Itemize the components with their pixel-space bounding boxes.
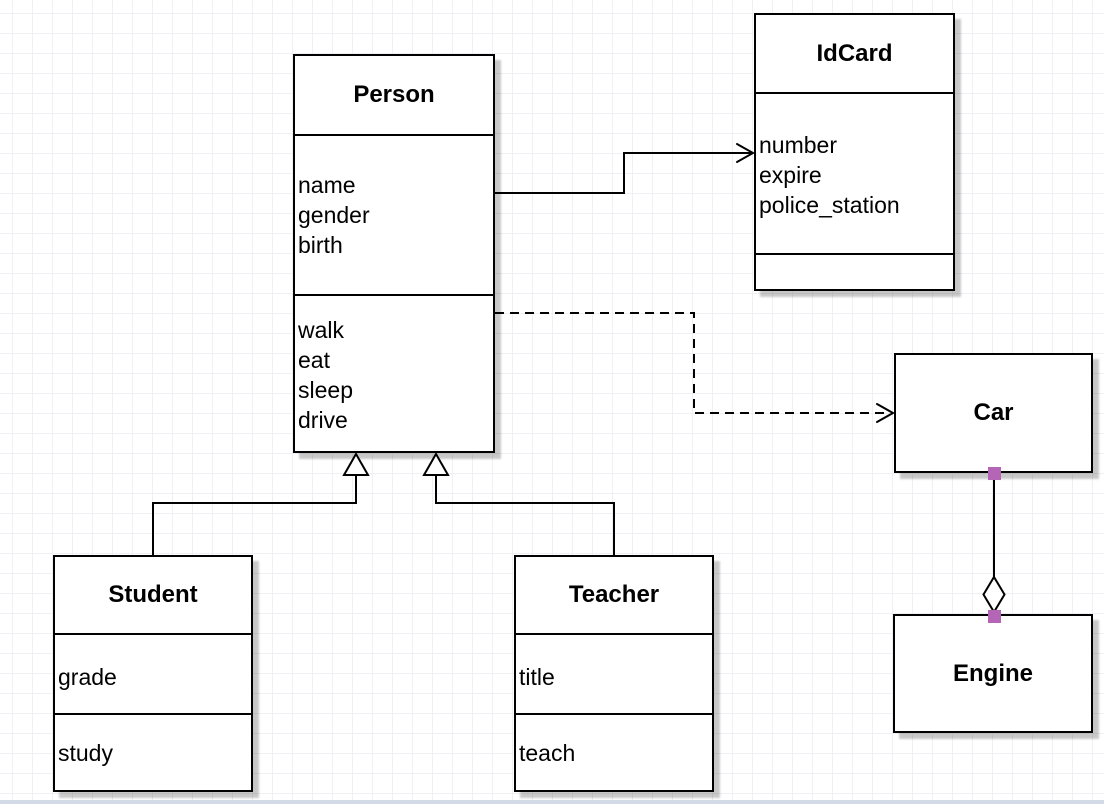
edge-association-person-idcard[interactable]	[495, 143, 756, 194]
attribute-item: title	[519, 664, 555, 690]
attribute-item: name	[298, 172, 356, 198]
attribute-item: number	[759, 132, 837, 158]
class-node-student[interactable]: Student grade study	[53, 555, 253, 792]
attributes-section: title	[516, 633, 712, 713]
hollow-triangle-icon	[342, 451, 370, 476]
attributes-section: grade	[55, 633, 251, 713]
attribute-item: grade	[58, 664, 117, 690]
method-item: walk	[298, 317, 345, 343]
class-node-person[interactable]: Person name gender birth walk eat sleep …	[293, 54, 495, 453]
endpoint-handle[interactable]	[988, 467, 1001, 480]
open-arrowhead-icon	[736, 143, 756, 163]
class-node-car[interactable]: Car	[894, 353, 1093, 473]
method-item: sleep	[298, 377, 353, 403]
attributes-section: number expire police_station	[756, 92, 953, 253]
edge-dependency-person-car[interactable]	[495, 312, 896, 423]
edge-generalization-student-person[interactable]	[152, 451, 370, 555]
class-title-student: Student	[108, 581, 198, 608]
hollow-diamond-icon	[982, 575, 1006, 614]
open-arrowhead-icon	[876, 403, 896, 423]
attribute-item: expire	[759, 162, 822, 188]
methods-section: walk eat sleep drive	[295, 294, 493, 451]
method-item: teach	[519, 740, 576, 766]
method-item: drive	[298, 407, 348, 433]
class-node-idcard[interactable]: IdCard number expire police_station	[754, 13, 955, 291]
class-title-person: Person	[353, 81, 435, 108]
methods-section-empty	[756, 253, 953, 289]
attribute-item: gender	[298, 202, 370, 228]
class-title-engine: Engine	[952, 659, 1033, 687]
methods-section: teach	[516, 713, 712, 790]
class-title-teacher: Teacher	[568, 581, 660, 608]
methods-section: study	[55, 713, 251, 790]
attribute-item: birth	[298, 232, 343, 258]
edge-aggregation-car-engine[interactable]	[982, 467, 1006, 623]
attributes-section: name gender birth	[295, 134, 493, 294]
method-item: study	[58, 740, 113, 766]
attribute-item: police_station	[759, 192, 900, 218]
class-node-engine[interactable]: Engine	[893, 614, 1093, 733]
canvas-bottom-edge	[0, 800, 1104, 804]
class-title-car: Car	[973, 399, 1014, 426]
method-item: eat	[298, 347, 330, 373]
class-title-idcard: IdCard	[816, 39, 893, 67]
hollow-triangle-icon	[422, 451, 450, 476]
endpoint-handle[interactable]	[988, 610, 1001, 623]
edge-generalization-teacher-person[interactable]	[422, 451, 615, 555]
class-node-teacher[interactable]: Teacher title teach	[514, 555, 714, 792]
